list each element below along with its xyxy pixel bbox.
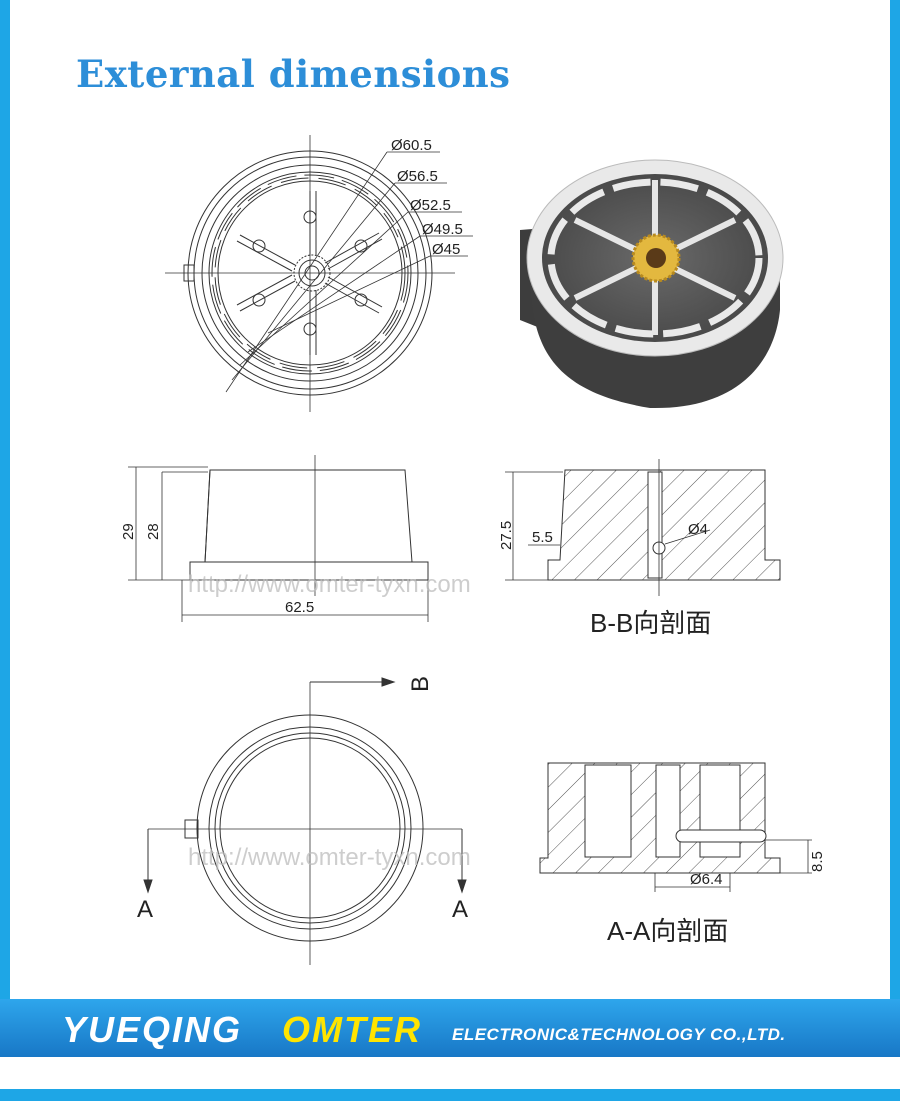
marker-a-right: A xyxy=(452,896,468,923)
dim-hole-6-4: Ø6.4 xyxy=(690,871,723,888)
dim-hole-4: Ø4 xyxy=(688,521,708,538)
bottom-bar xyxy=(0,1089,900,1101)
front-view xyxy=(128,455,429,622)
watermark-top: http://www.omter-tyxn.com xyxy=(188,571,471,598)
knob-3d-render xyxy=(520,159,784,409)
section-bb-label: B-B向剖面 xyxy=(590,608,711,638)
top-view xyxy=(165,135,473,412)
dim-height-28: 28 xyxy=(145,523,162,540)
dim-diameter-56-5: Ø56.5 xyxy=(397,168,438,185)
technical-drawing: Ø60.5 Ø56.5 Ø52.5 Ø49.5 Ø45 2 xyxy=(120,135,826,965)
dim-height-27-5: 27.5 xyxy=(498,521,515,550)
page-title: External dimensions xyxy=(76,52,511,96)
bottom-strip xyxy=(0,1057,900,1089)
dim-diameter-49-5: Ø49.5 xyxy=(422,221,463,238)
company-banner: YUEQING OMTER ELECTRONIC&TECHNOLOGY CO.,… xyxy=(0,999,900,1057)
brand-tagline: ELECTRONIC&TECHNOLOGY CO.,LTD. xyxy=(452,1025,786,1044)
marker-b: B xyxy=(407,676,434,692)
brand-omter: OMTER xyxy=(282,1009,422,1050)
dim-width-62-5: 62.5 xyxy=(285,599,314,616)
dim-step-5-5: 5.5 xyxy=(532,529,553,546)
dim-diameter-45: Ø45 xyxy=(432,241,460,258)
watermark-bottom: http://www.omter-tyxn.com xyxy=(188,844,471,871)
dim-diameter-52-5: Ø52.5 xyxy=(410,197,451,214)
section-aa-label: A-A向剖面 xyxy=(607,916,728,946)
brand-yueqing: YUEQING xyxy=(62,1009,243,1050)
section-bb xyxy=(505,459,781,596)
bottom-view xyxy=(143,677,467,965)
dim-diameter-60-5: Ø60.5 xyxy=(391,137,432,154)
marker-a-left: A xyxy=(137,896,153,923)
section-aa xyxy=(539,762,812,892)
dim-height-29: 29 xyxy=(120,523,137,540)
dim-height-8-5: 8.5 xyxy=(809,851,826,872)
